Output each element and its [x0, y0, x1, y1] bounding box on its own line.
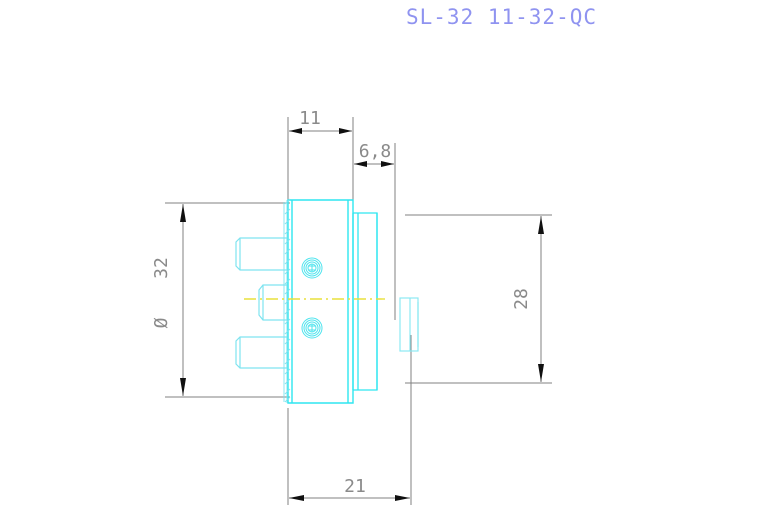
rear-housing-section — [352, 212, 378, 391]
extension-lines — [165, 117, 552, 505]
terminal-tab-bottom — [235, 336, 288, 369]
dimension-line-21 — [289, 495, 410, 501]
terminal-tab-top — [235, 237, 288, 271]
screw-head-bottom — [301, 317, 323, 339]
drawing-title: SL-32 11-32-QC — [406, 5, 597, 29]
dimension-label-6-8: 6,8 — [359, 141, 392, 162]
dimension-label-21: 21 — [344, 476, 366, 497]
screw-head-top — [301, 257, 323, 279]
dimension-line-6-8 — [354, 161, 394, 167]
dimension-line-32 — [180, 204, 186, 396]
rear-shaft-boss — [399, 297, 419, 352]
dimension-label-28: 28 — [511, 288, 532, 310]
diameter-symbol: Ø — [151, 317, 172, 328]
dimension-label-11: 11 — [299, 108, 321, 129]
dimension-line-28 — [538, 216, 544, 382]
dimension-line-11 — [289, 128, 352, 134]
terminal-tab-middle — [258, 284, 288, 321]
main-body-outline — [287, 199, 354, 404]
dimension-label-32: 32 — [151, 257, 172, 279]
